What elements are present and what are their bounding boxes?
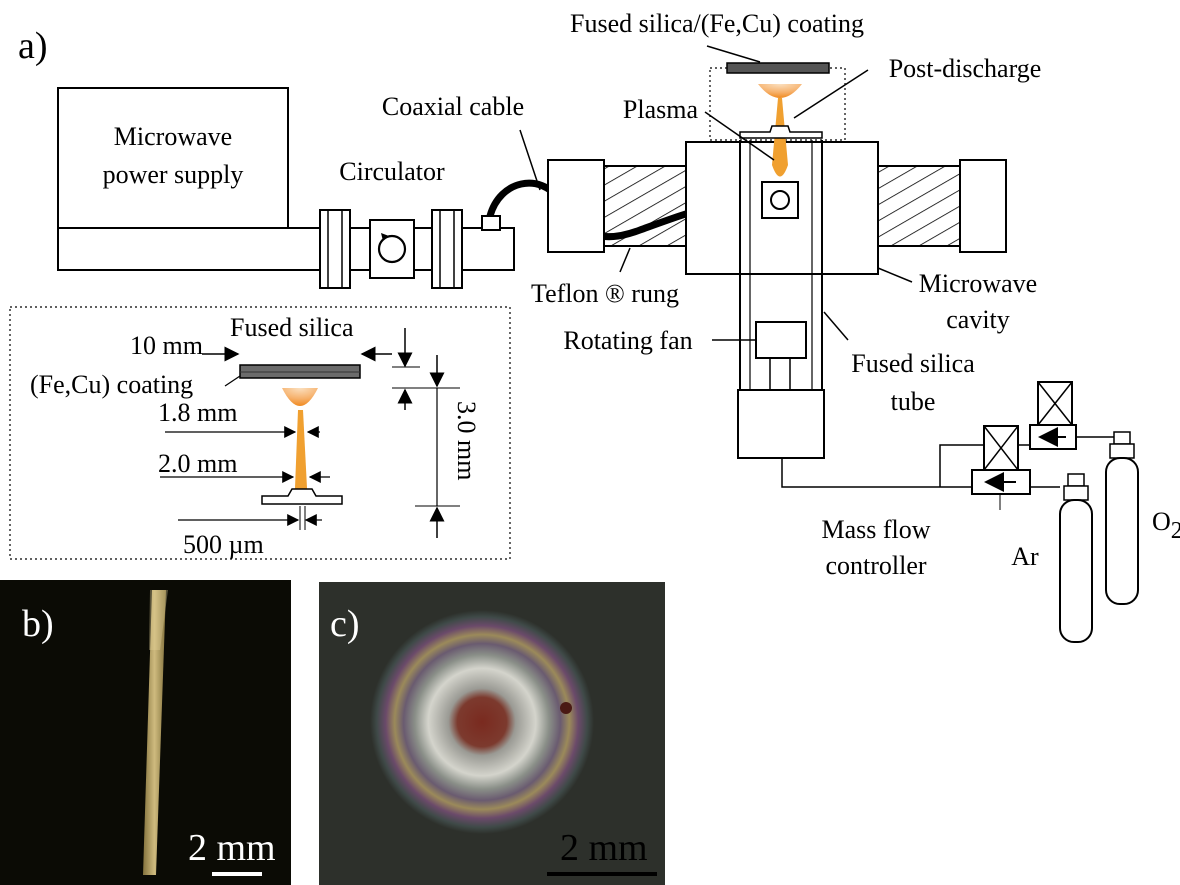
- fused-silica-tube-label-1: Fused silica: [851, 349, 975, 378]
- panel-label-c: c): [330, 603, 360, 645]
- substrate: [726, 62, 830, 74]
- post-discharge-glow: [758, 84, 802, 98]
- plasma-assembly: Plasma Post-discharge Fused silica/(Fe,C…: [570, 9, 1041, 177]
- mass-flow-controller-label-2: controller: [825, 551, 926, 580]
- photo-c: c) 2 mm: [319, 582, 665, 885]
- inset-nozzle: [261, 488, 343, 505]
- microwave-cavity-label-1: Microwave: [919, 269, 1037, 298]
- plasma-streak: [143, 590, 166, 875]
- inset-detail: Fused silica 10 mm (Fe,Cu) coating 1.8 m…: [9, 306, 511, 560]
- inset-jet: [295, 410, 307, 496]
- ar-cylinder: Ar: [1011, 473, 1093, 643]
- circulator-label: Circulator: [339, 157, 445, 186]
- power-supply-label-2: power supply: [103, 160, 244, 189]
- rotating-fan: Rotating fan: [563, 321, 807, 390]
- panel-label-a: a): [18, 25, 48, 67]
- inset-dim-500um: 500 µm: [183, 530, 264, 559]
- panel-label-b: b): [22, 603, 54, 645]
- circulator: Circulator: [339, 157, 445, 279]
- fused-silica-tube-label-2: tube: [891, 387, 936, 416]
- scale-bar-c-label: 2 mm: [560, 827, 648, 869]
- post-discharge-label: Post-discharge: [889, 54, 1042, 83]
- inset-glow: [282, 388, 318, 406]
- fused-silica-tube: Fused silica tube: [737, 140, 975, 459]
- power-supply-label-1: Microwave: [114, 122, 232, 151]
- inset-dim-1-8mm: 1.8 mm: [158, 398, 237, 427]
- coaxial-cable-label: Coaxial cable: [382, 92, 524, 121]
- nozzle: [739, 125, 823, 139]
- o2-label: O2: [1152, 507, 1180, 544]
- rotating-fan-label: Rotating fan: [563, 326, 692, 355]
- gas-lines: Mass flow controller: [781, 381, 1118, 580]
- scale-bar-c: [547, 872, 657, 876]
- inset-coating-label: (Fe,Cu) coating: [30, 370, 193, 399]
- inset-dim-2-0mm: 2.0 mm: [158, 449, 237, 478]
- coupler: [761, 181, 799, 219]
- teflon-rung-left: [547, 159, 687, 253]
- ar-label: Ar: [1011, 542, 1039, 571]
- inset-fused-silica-label: Fused silica: [230, 313, 354, 342]
- mass-flow-controller-label-1: Mass flow: [821, 515, 930, 544]
- teflon-rung-right: [877, 159, 1007, 253]
- inset-dim-10mm: 10 mm: [130, 331, 203, 360]
- deposit-rings: [370, 610, 594, 834]
- teflon-rung-label: Teflon ® rung: [531, 279, 679, 308]
- scale-bar-b: [212, 872, 262, 876]
- defect-spot: [560, 702, 572, 714]
- o2-cylinder: O2: [1105, 431, 1180, 605]
- scale-bar-b-label: 2 mm: [188, 827, 276, 869]
- circulator-icon: [377, 234, 407, 264]
- plasma-label: Plasma: [623, 95, 699, 124]
- microwave-power-supply: Microwave power supply: [57, 87, 289, 229]
- fused-silica-coating-label: Fused silica/(Fe,Cu) coating: [570, 9, 864, 38]
- photo-b: b) 2 mm: [0, 580, 291, 885]
- microwave-cavity-label-2: cavity: [946, 305, 1010, 334]
- inset-dim-3-0mm: 3.0 mm: [452, 401, 481, 480]
